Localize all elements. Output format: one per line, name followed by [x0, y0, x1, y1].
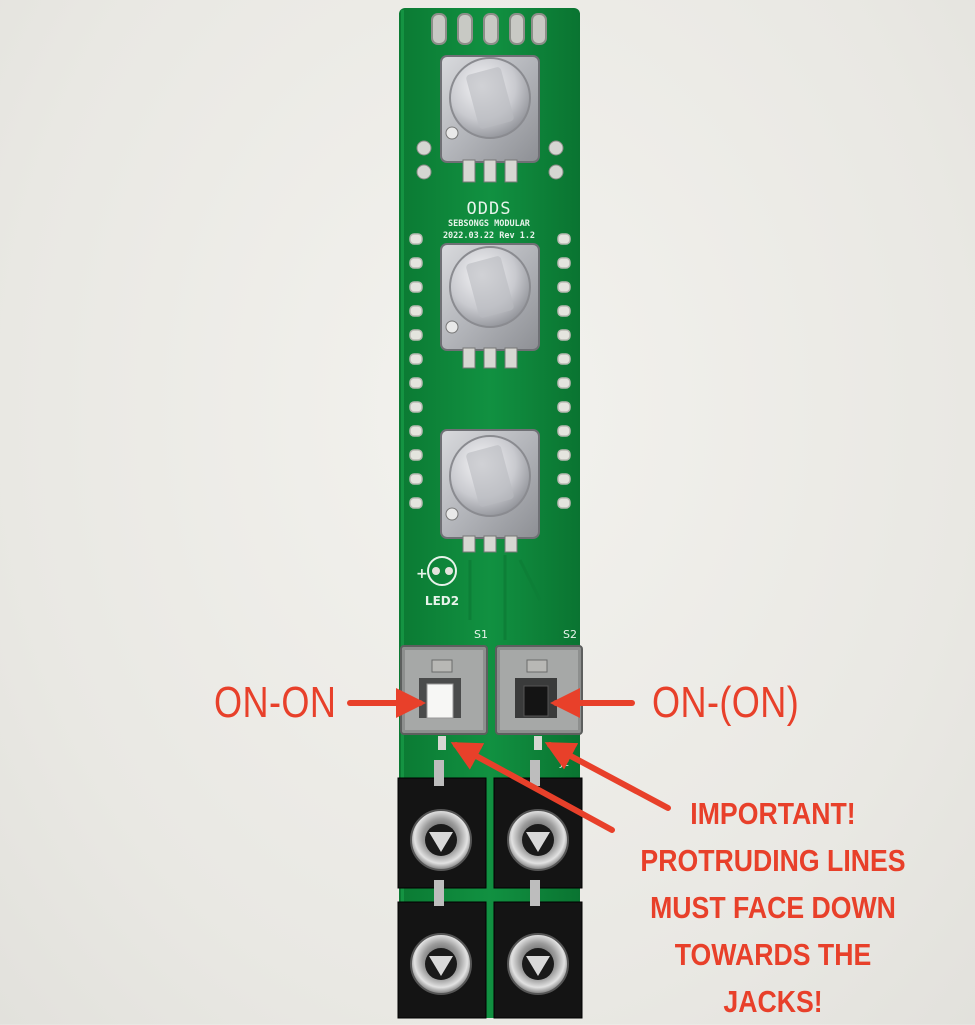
- important-note: IMPORTANT! PROTRUDING LINES MUST FACE DO…: [618, 790, 928, 1025]
- switch-s1-label: S1: [474, 628, 488, 641]
- arrow-protrusion-left: [450, 742, 615, 833]
- note-line-3: MUST FACE DOWN: [650, 890, 896, 925]
- board-revision: 2022.03.22 Rev 1.2: [443, 231, 535, 241]
- led-footprint: [427, 556, 457, 586]
- potentiometer-2: [440, 243, 540, 369]
- header-pads: [431, 13, 547, 45]
- potentiometer-3: [440, 429, 540, 553]
- led-polarity: +: [416, 566, 428, 582]
- jack-2: [493, 760, 583, 889]
- potentiometer-1: [440, 55, 540, 183]
- switch-s2-label: S2: [563, 628, 577, 641]
- side-pads: [409, 233, 571, 509]
- board-title: ODDS: [467, 199, 512, 219]
- label-on-on: ON-ON: [214, 678, 337, 727]
- jack-3: [397, 880, 487, 1019]
- note-line-4: TOWARDS THE JACKS!: [674, 937, 872, 1019]
- annotation-arrows: [347, 688, 671, 833]
- jack-1: [397, 760, 487, 889]
- led-label: LED2: [425, 594, 459, 608]
- board-maker: SEBSONGS MODULAR: [448, 219, 531, 229]
- arrow-protrusion-right: [544, 742, 671, 811]
- note-line-1: IMPORTANT!: [690, 796, 856, 831]
- jack-4: [493, 880, 583, 1019]
- note-line-2: PROTRUDING LINES: [640, 843, 906, 878]
- switch-s1: [400, 645, 488, 735]
- jack-label: J2: [559, 758, 569, 769]
- label-on-on-momentary: ON-(ON): [652, 678, 800, 727]
- switch-s2: [495, 645, 583, 735]
